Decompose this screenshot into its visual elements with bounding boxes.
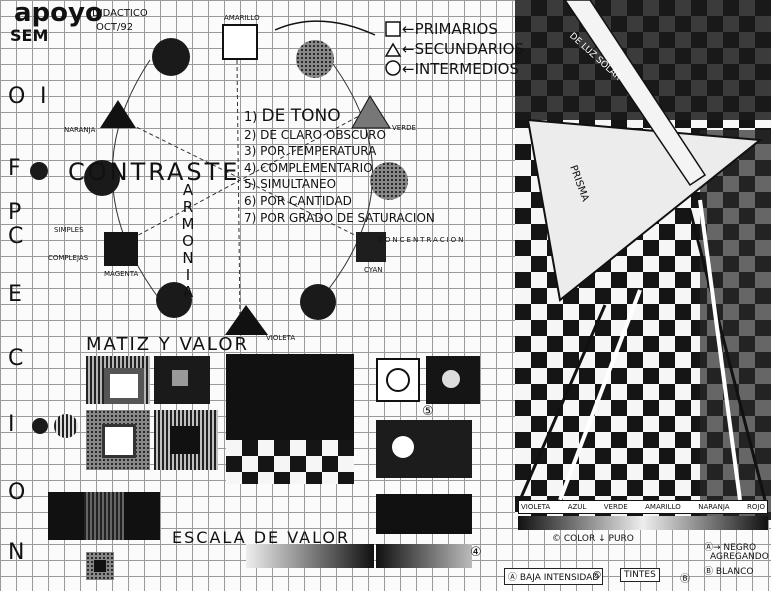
value-block-7-dot [392,436,414,458]
simples-label: SIMPLES [54,226,84,234]
escala-gradient [246,544,374,568]
spectrum-gradient [518,516,768,530]
contraste-item: 5) SIMULTANEO [244,176,435,193]
blanco-label: Ⓑ BLANCO [704,564,754,577]
left-letter-i2: I [8,412,15,437]
left-letter-o2: O [8,480,25,505]
c-marker: © [592,570,602,581]
legend-square [386,22,400,36]
legend-intermedios: ←INTERMEDIOS [402,60,519,78]
armonia-letter: I [180,267,196,284]
value-block-4-inner [102,424,136,458]
value-block-3 [226,354,354,440]
value-block-6 [226,440,354,484]
contraste-word: CONTRASTE [68,158,240,186]
contraste-item: 3) POR TEMPERATURA [244,143,435,160]
escala-block-left-stripe [84,492,124,540]
escala-right-gradient [376,544,472,568]
contraste-item: 1) DE TONO [244,108,435,127]
legend-primarios: ←PRIMARIOS [402,20,498,38]
armonia-letter: N [180,250,196,267]
value-block-5-inner [170,426,200,454]
triangle-violeta [225,305,268,335]
label-naranja: NARANJA [64,126,95,134]
left-letter-o: O [8,84,25,109]
circle-block-a-dot [386,368,410,392]
square-magenta [104,232,138,266]
spectrum-bar: VIOLETA AZUL VERDE AMARILLO NARANJA ROJO [518,500,768,514]
left-letter-n: N [8,540,24,565]
sem-label: SEM [10,26,48,45]
circle-z-hatched [54,414,78,438]
primary-square-amarillo [222,24,258,60]
spectrum-ray-4 [700,200,740,500]
label-magenta: MAGENTA [104,270,138,278]
contraste-item: 2) DE CLARO OBSCURO [244,127,435,144]
label-cyan: CYAN [364,266,383,274]
circle-z [32,418,48,434]
num-five: ⑤ [422,404,434,419]
left-letter-e: E [8,282,22,307]
circle-block-b-dot [442,370,460,388]
b-marker: Ⓑ [680,570,690,585]
spectrum-ray-2 [560,290,640,500]
left-letter-c2: C [8,346,23,371]
triangle-naranja [100,100,136,128]
contraste-item: 7) POR GRADO DE SATURACION [244,209,435,227]
label-violeta: VIOLETA [266,334,295,342]
armonia-letter: M [180,216,196,233]
spectrum-label: AZUL [568,503,587,511]
title: apoyo [14,0,103,28]
value-block-2-inner [172,370,188,386]
complejas-label: COMPLEJAS [48,254,88,262]
circle-f [30,162,48,180]
circle-top-right [296,40,334,78]
left-letter-i: I [40,84,47,109]
spectrum-label: AMARILLO [645,503,681,511]
spectrum-label: VIOLETA [521,503,550,511]
armonia-vertical: A R M O N I A [180,182,196,301]
num-four: ④ [470,545,482,560]
legend-arrow [275,21,375,35]
circle-low-right [300,284,336,320]
label-amarillo: AMARILLO [224,14,260,22]
spectrum-ray-3 [690,210,765,500]
spectrum-ray-1 [520,305,605,500]
spectrum-label: ROJO [747,503,765,511]
value-block-7 [376,420,472,478]
armonia-letter: A [180,182,196,199]
left-letter-f: F [8,156,21,181]
color-puro-label: © COLOR ↓ PURO [552,534,634,544]
armonia-letter: A [180,284,196,301]
legend-triangle [386,44,400,56]
spectrum-label: NARANJA [698,503,729,511]
tintes-box: TINTES [620,568,660,582]
value-block-1-inner [104,368,144,404]
armonia-letter: O [180,233,196,250]
escala-small-square-inner [94,560,106,572]
subtitle-line1: DIDACTICO [92,8,148,19]
left-letter-c: C [8,224,23,249]
contraste-list: 1) DE TONO 2) DE CLARO OBSCURO 3) POR TE… [244,108,435,227]
legend-circle [386,61,400,75]
prism-triangle [528,120,760,300]
wheel-line-1 [237,60,240,320]
spectrum-label: VERDE [604,503,628,511]
baja-intensidad-box: Ⓐ BAJA INTENSIDAD [504,568,603,585]
left-letter-p: P [8,200,21,225]
armonia-letter: R [180,199,196,216]
contraste-item: 6) POR CANTIDAD [244,193,435,210]
agregando-label: AGREGANDO [710,552,769,562]
concentracion-label: CONCENTRACION [378,236,465,244]
legend-secundarios: ←SECUNDARIOS [402,40,524,58]
escala-right-block [376,494,472,534]
contraste-item: 4) COMPLEMENTARIO [244,160,435,177]
subtitle-line2: OCT/92 [96,22,133,33]
matiz-title: MATIZ Y VALOR [86,334,249,355]
circle-top-left [152,38,190,76]
